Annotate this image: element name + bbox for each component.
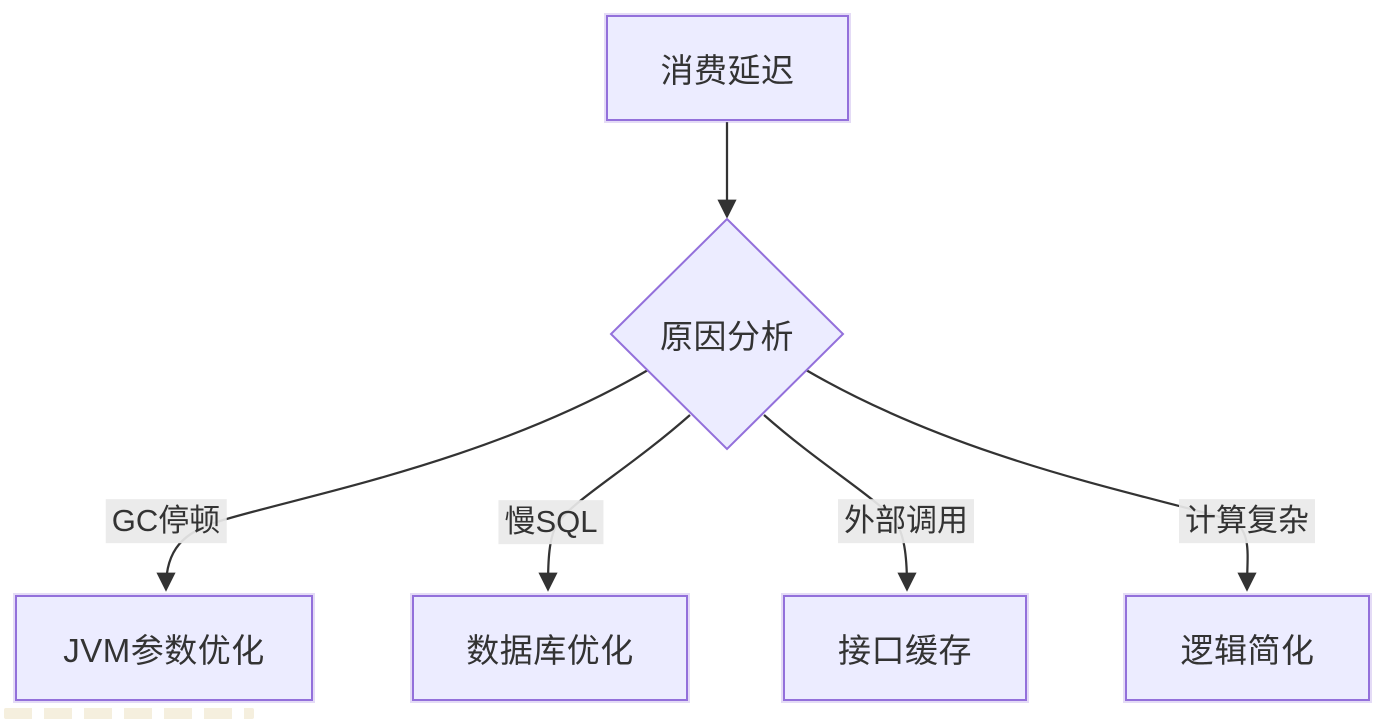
edge-label-slow-sql: 慢SQL (498, 500, 604, 544)
edge-decision-to-leaf1 (156, 369, 649, 592)
node-logic-simplification: 逻辑简化 (1125, 595, 1370, 701)
edge-label-external-call: 外部调用 (838, 499, 974, 543)
node-database-optimization: 数据库优化 (412, 595, 688, 701)
cropped-content-artifact (4, 708, 254, 719)
node-interface-cache-label: 接口缓存 (838, 632, 972, 669)
node-jvm-tuning: JVM参数优化 (15, 595, 313, 701)
edge-label-complex-computation: 计算复杂 (1179, 499, 1315, 543)
node-root: 消费延迟 (606, 15, 849, 121)
edge-label-gc-pause: GC停顿 (105, 499, 227, 543)
node-root-label: 消费延迟 (660, 52, 795, 89)
node-decision-label: 原因分析 (660, 318, 794, 355)
node-database-optimization-label: 数据库优化 (466, 632, 634, 669)
node-logic-simplification-label: 逻辑简化 (1180, 632, 1315, 669)
node-jvm-tuning-label: JVM参数优化 (63, 632, 265, 669)
decision-node-shape (609, 217, 845, 451)
node-interface-cache: 接口缓存 (783, 595, 1027, 701)
edge-decision-to-leaf4 (805, 369, 1257, 592)
